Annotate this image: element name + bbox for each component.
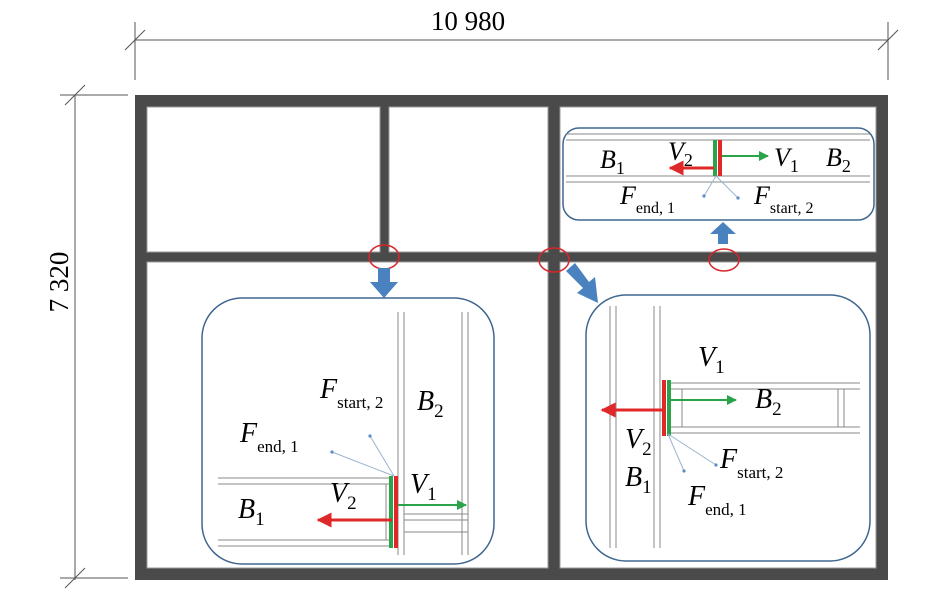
svg-text:B2: B2 xyxy=(826,143,851,176)
svg-text:V2: V2 xyxy=(625,424,652,460)
svg-text:Fend, 1: Fend, 1 xyxy=(687,481,747,519)
svg-text:V1: V1 xyxy=(410,469,437,505)
svg-text:B2: B2 xyxy=(755,384,782,420)
height-dimension: 7 320 xyxy=(44,84,128,589)
svg-text:B1: B1 xyxy=(600,145,625,178)
joint-marker-middle xyxy=(538,247,570,273)
svg-text:B1: B1 xyxy=(238,494,265,530)
callout-top: B1 V2 V1 B2 Fend, 1 Fstart, 2 xyxy=(562,127,875,221)
svg-text:Fstart, 2: Fstart, 2 xyxy=(753,181,813,217)
callout-right: V1 B2 V2 B1 Fstart, 2 Fend, 1 xyxy=(585,294,871,562)
svg-text:V2: V2 xyxy=(330,478,357,514)
wall-inner-lines xyxy=(146,106,877,569)
svg-text:V1: V1 xyxy=(698,342,725,378)
pointer-arrow-middle xyxy=(566,263,598,303)
pointer-arrow-top xyxy=(710,222,736,244)
svg-text:V2: V2 xyxy=(668,137,693,170)
width-dimension: 10 980 xyxy=(124,6,899,80)
svg-text:B1: B1 xyxy=(625,462,652,498)
height-label: 7 320 xyxy=(44,252,74,313)
pointer-arrow-left xyxy=(370,268,398,298)
svg-text:Fstart, 2: Fstart, 2 xyxy=(319,374,383,412)
svg-text:B2: B2 xyxy=(417,386,444,422)
svg-text:Fend, 1: Fend, 1 xyxy=(239,418,299,456)
walls xyxy=(135,95,888,580)
svg-text:V1: V1 xyxy=(774,143,799,176)
svg-text:Fstart, 2: Fstart, 2 xyxy=(719,444,783,482)
callout-left: B1 V2 V1 B2 Fend, 1 Fstart, 2 xyxy=(201,297,495,565)
width-label: 10 980 xyxy=(431,6,505,36)
svg-text:Fend, 1: Fend, 1 xyxy=(619,181,675,217)
joint-marker-right xyxy=(708,248,740,272)
